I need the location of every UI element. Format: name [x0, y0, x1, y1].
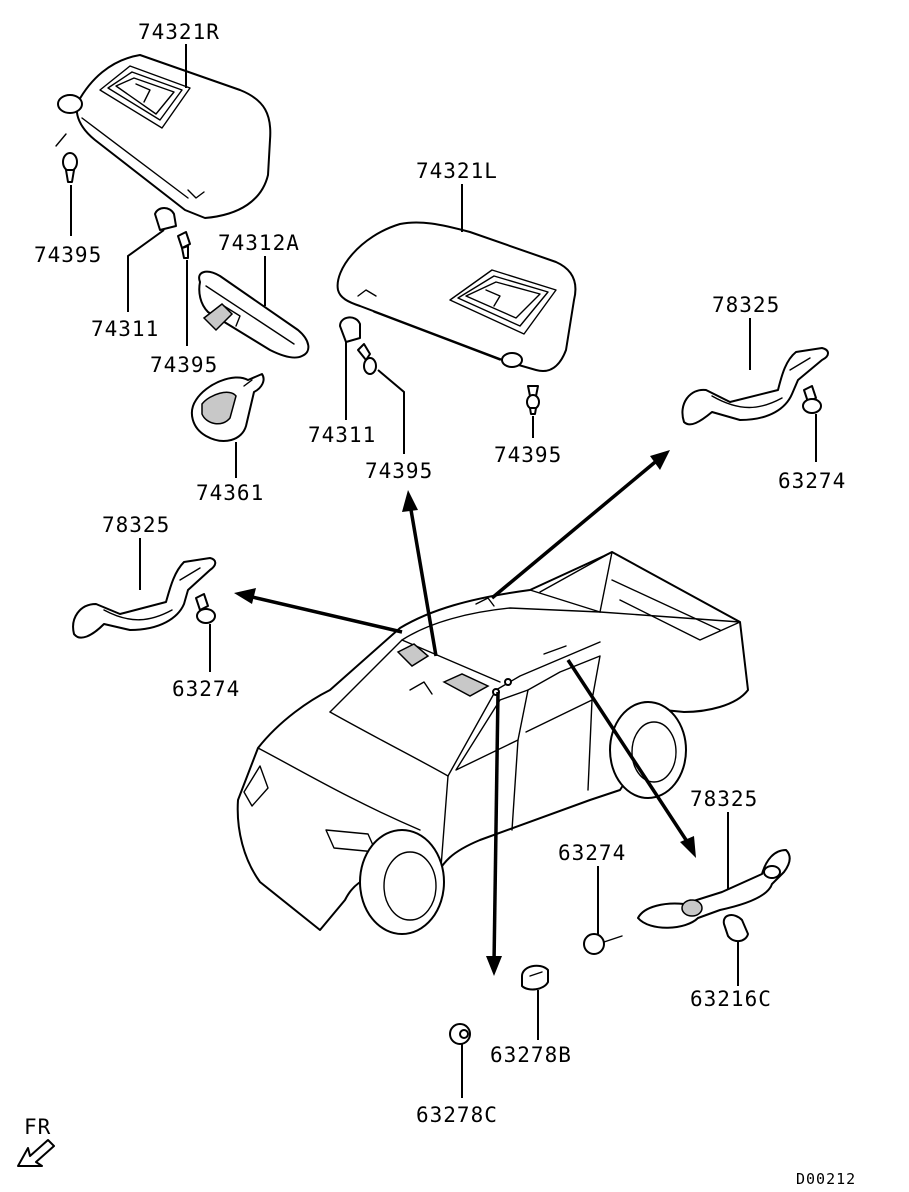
label-74311-a: 74311 — [91, 317, 159, 341]
callout-arrows — [234, 450, 696, 976]
label-63278B: 63278B — [490, 1043, 572, 1067]
clip-63274-left — [195, 593, 216, 624]
assist-grip-bottom — [637, 849, 791, 929]
label-74361: 74361 — [196, 481, 264, 505]
rear-view-mirror — [198, 270, 310, 359]
pickup-truck — [236, 551, 749, 935]
front-direction-arrow-icon — [17, 1139, 55, 1167]
label-74395-b: 74395 — [150, 353, 218, 377]
assist-grip-right — [681, 347, 829, 426]
label-63278C: 63278C — [416, 1103, 498, 1127]
screw-74395-c — [357, 343, 377, 375]
screw-74395-a — [55, 133, 78, 183]
cap-63278C — [449, 1023, 471, 1045]
label-74311-b: 74311 — [308, 423, 376, 447]
clip-63274-right — [802, 385, 822, 414]
label-74312A: 74312A — [218, 231, 300, 255]
screw-74395-d — [526, 385, 540, 415]
label-78325-left: 78325 — [102, 513, 170, 537]
label-74321L: 74321L — [416, 159, 498, 183]
screw-74395-b — [177, 231, 191, 259]
label-63274-right: 63274 — [778, 469, 846, 493]
label-74321R: 74321R — [138, 20, 220, 44]
cap-63216C — [722, 914, 749, 942]
holder-74311-b — [339, 316, 361, 343]
label-74395-d: 74395 — [494, 443, 562, 467]
label-63274-left: 63274 — [172, 677, 240, 701]
sunvisor-left — [336, 221, 577, 372]
clip-63274-bottom — [583, 933, 623, 955]
sunvisor-right — [57, 54, 272, 219]
label-78325-bottom: 78325 — [690, 787, 758, 811]
label-74395-a: 74395 — [34, 243, 102, 267]
dome-lamp — [190, 373, 265, 442]
holder-74311-a — [154, 207, 177, 231]
diagram-code: D00212 — [796, 1170, 856, 1187]
label-74395-c: 74395 — [365, 459, 433, 483]
label-78325-right: 78325 — [712, 293, 780, 317]
assist-grip-left — [72, 557, 217, 639]
label-fr: FR — [24, 1115, 51, 1139]
label-63274-bottom: 63274 — [558, 841, 626, 865]
label-63216C: 63216C — [690, 987, 772, 1011]
cap-63278B — [521, 964, 549, 991]
